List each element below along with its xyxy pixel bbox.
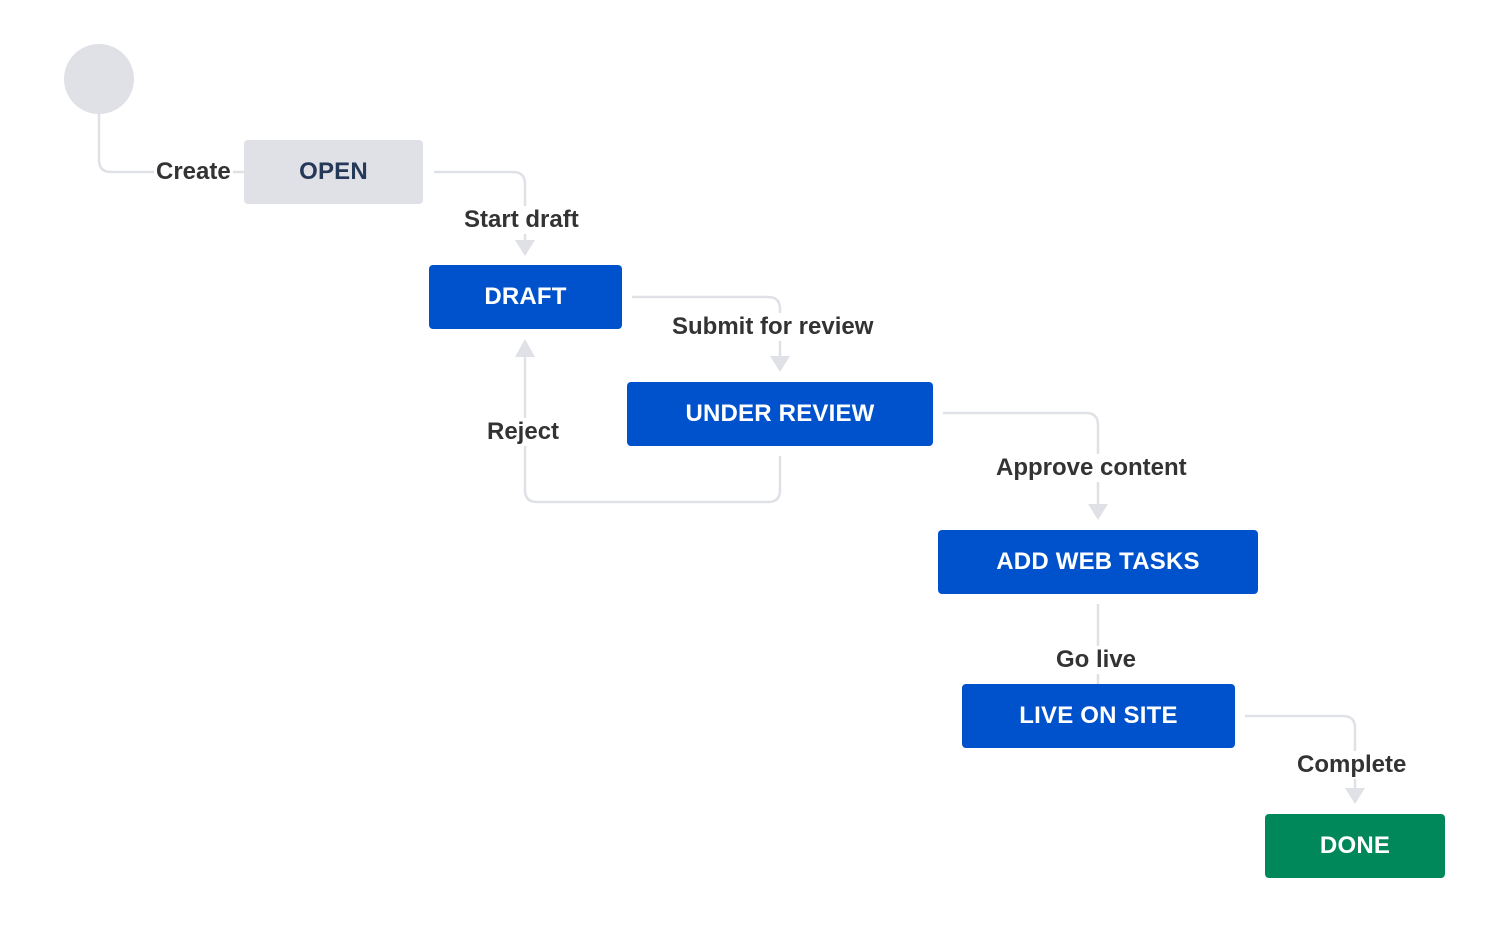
transition-reject-label[interactable]: Reject [485,418,562,446]
connector-reject [523,356,782,504]
arrow-submit-for-review-icon [770,356,790,372]
start-node [64,44,134,114]
status-under-review[interactable]: UNDER REVIEW [627,382,933,446]
connector-complete [1245,714,1357,790]
connector-approve-content [943,411,1100,506]
arrow-approve-content-icon [1088,504,1108,520]
connector-start-draft [434,170,527,242]
status-open[interactable]: OPEN [244,140,423,204]
transition-approve-content-label[interactable]: Approve content [994,454,1189,482]
status-live-on-site[interactable]: LIVE ON SITE [962,684,1235,748]
transition-go-live-label[interactable]: Go live [1054,646,1139,674]
arrow-start-draft-icon [515,240,535,256]
arrow-complete-icon [1345,788,1365,804]
transition-submit-for-review-label[interactable]: Submit for review [670,313,876,341]
transition-create-label[interactable]: Create [154,158,233,186]
connector-submit-for-review [632,295,782,358]
connector-create [97,114,244,174]
transition-complete-label[interactable]: Complete [1295,751,1409,779]
transition-start-draft-label[interactable]: Start draft [462,206,581,234]
status-draft[interactable]: DRAFT [429,265,622,329]
status-done[interactable]: DONE [1265,814,1445,878]
arrow-reject-icon [515,339,535,357]
status-add-web-tasks[interactable]: ADD WEB TASKS [938,530,1258,594]
